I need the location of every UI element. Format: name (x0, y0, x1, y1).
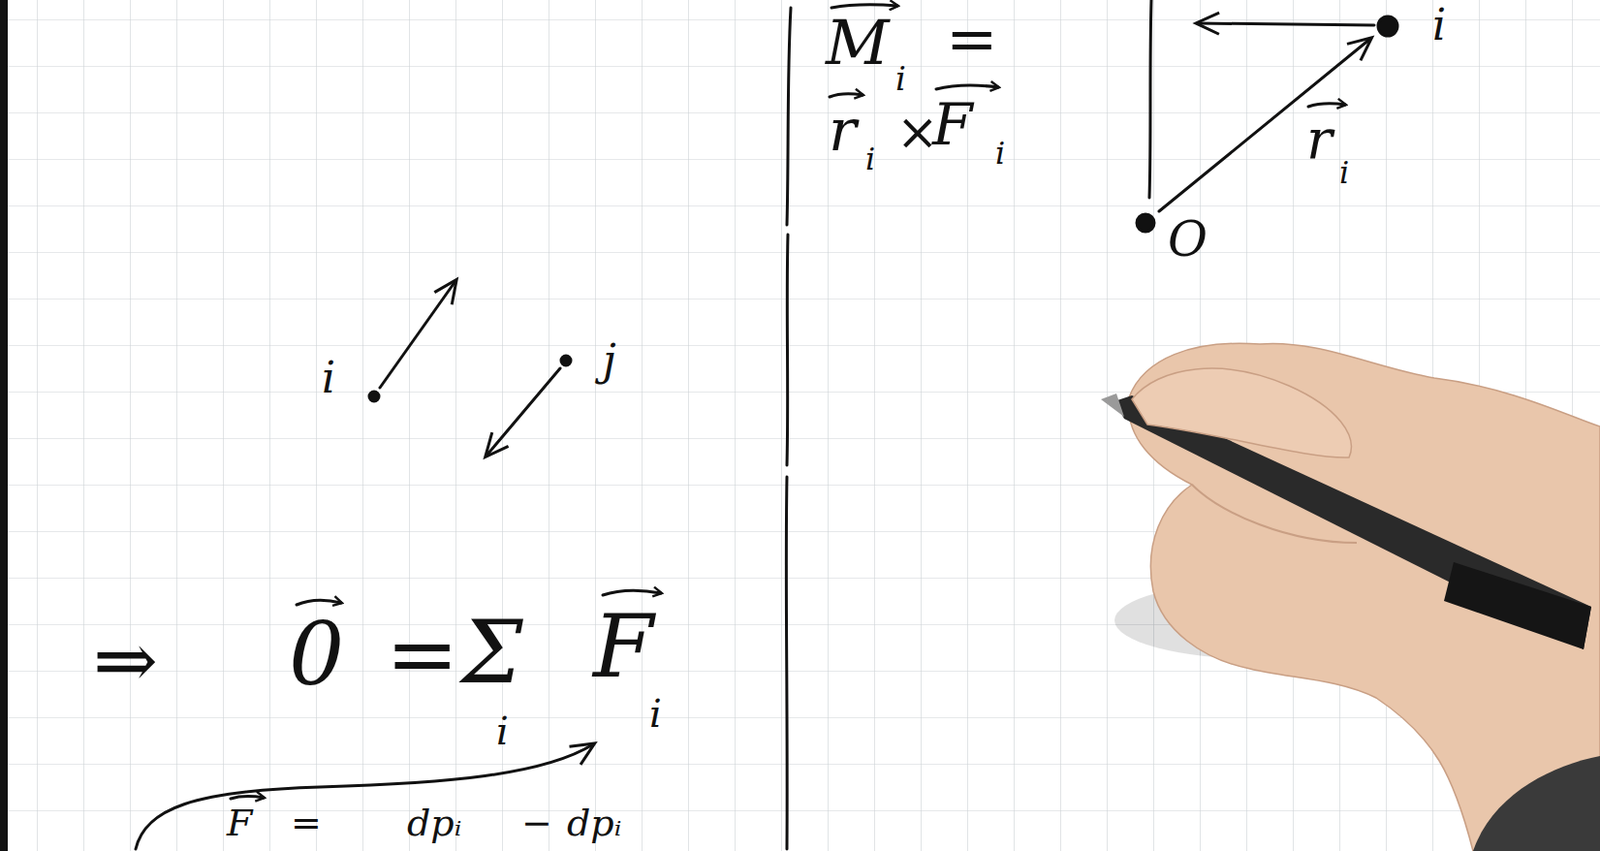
subscript: i (496, 711, 509, 751)
subscript: i (865, 143, 876, 175)
hand-with-pen (1100, 343, 1600, 851)
sum-sign: Σ (461, 608, 524, 696)
subscript: i (649, 693, 662, 733)
handwriting-strokes (135, 0, 1398, 849)
zero-vector: 0 (288, 610, 345, 698)
moment-symbol: M (825, 11, 890, 74)
vector-arrow (829, 94, 863, 97)
equals-sign: = (290, 804, 322, 842)
momentum-term: dpᵢ (566, 804, 622, 842)
vector-symbol: r (828, 100, 857, 159)
vector-arrow (831, 4, 898, 8)
vector-arrow (296, 599, 342, 605)
vector-arrow (936, 85, 999, 90)
momentum-term: dpᵢ (407, 804, 462, 842)
point-dot (1378, 16, 1398, 36)
force-symbol: F (593, 602, 654, 691)
equals-sign: = (945, 7, 999, 70)
implies-arrow: ⇒ (93, 622, 158, 700)
point-label: i (1432, 3, 1446, 47)
divider-line (786, 7, 791, 225)
origin-label: O (1167, 215, 1208, 264)
vector-arrow (230, 796, 264, 799)
divider-line (786, 234, 788, 466)
force-symbol: F (932, 94, 973, 154)
curved-arrow (135, 744, 594, 849)
divider-line (784, 476, 789, 849)
sketch-line (1149, 0, 1152, 198)
vector-arrow (1308, 103, 1346, 107)
force-arrow (1197, 23, 1375, 26)
point-dot (369, 391, 379, 402)
force-arrow (486, 368, 561, 456)
point-dot (561, 355, 571, 366)
point-label: j (602, 339, 617, 382)
point-label: i (321, 356, 336, 400)
origin-dot (1136, 214, 1155, 232)
position-vector (1159, 38, 1371, 212)
vector-symbol: r (1306, 112, 1333, 167)
minus-sign: − (521, 804, 553, 842)
vector-arrow (602, 590, 661, 596)
subscript: i (1339, 156, 1350, 189)
force-arrow (379, 281, 456, 388)
subscript: i (895, 62, 907, 95)
equals-sign: = (385, 610, 459, 698)
force-symbol: F (226, 804, 252, 842)
subscript: i (995, 137, 1005, 169)
page-edge (0, 0, 8, 851)
